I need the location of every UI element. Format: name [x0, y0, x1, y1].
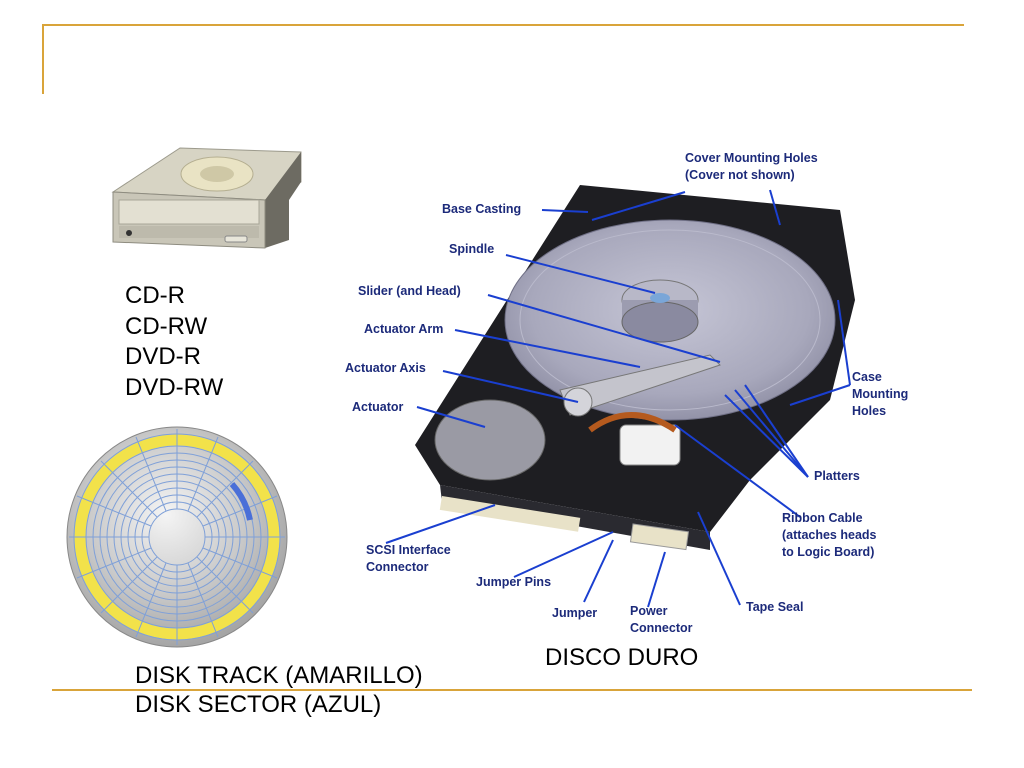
label-cover-holes-1: Cover Mounting Holes	[685, 151, 818, 165]
label-base-casting: Base Casting	[442, 202, 521, 216]
disk-sector-marker	[229, 482, 253, 521]
left-rule	[42, 24, 44, 94]
media-dvd-rw: DVD-RW	[125, 373, 224, 401]
label-actuator: Actuator	[352, 400, 404, 414]
label-case-holes-1: Case	[852, 370, 882, 384]
bottom-rule	[52, 689, 972, 691]
label-platters: Platters	[814, 469, 860, 483]
label-scsi-2: Connector	[366, 560, 429, 574]
optical-drive-image	[111, 147, 302, 249]
label-actuator-axis: Actuator Axis	[345, 361, 426, 375]
label-cover-holes-2: (Cover not shown)	[685, 168, 795, 182]
media-dvd-r: DVD-R	[125, 343, 201, 370]
label-power-1: Power	[630, 604, 668, 618]
sector-caption: DISK SECTOR (AZUL)	[135, 691, 382, 718]
label-ribbon-3: to Logic Board)	[782, 545, 874, 559]
media-cd-r: CD-R	[125, 282, 185, 309]
label-slider: Slider (and Head)	[358, 284, 461, 298]
top-rule	[42, 24, 964, 26]
label-power-2: Connector	[630, 621, 693, 635]
hard-drive-diagram: Cover Mounting Holes (Cover not shown) B…	[345, 151, 908, 635]
actuator-magnet	[434, 399, 546, 481]
disk-track-sector-diagram	[66, 426, 288, 648]
label-actuator-arm: Actuator Arm	[364, 322, 443, 336]
optical-media-list: CD-R CD-RW DVD-R DVD-RW	[125, 281, 223, 403]
hard-drive-caption: DISCO DURO	[545, 644, 699, 671]
label-spindle: Spindle	[449, 242, 494, 256]
label-ribbon-2: (attaches heads	[782, 528, 877, 542]
label-jumper: Jumper	[552, 606, 597, 620]
track-caption: DISK TRACK (AMARILLO)	[135, 662, 423, 689]
label-jumper-pins: Jumper Pins	[476, 575, 551, 589]
disk-diagram-caption: DISK TRACK (AMARILLO) DISK SECTOR (AZUL)	[135, 661, 423, 719]
ribbon-cable-shape	[619, 424, 681, 466]
power-connector-shape	[629, 523, 690, 551]
scsi-connector	[439, 496, 581, 532]
label-case-holes-2: Mounting	[852, 387, 908, 401]
label-scsi-1: SCSI Interface	[366, 543, 451, 557]
label-tape-seal: Tape Seal	[746, 600, 803, 614]
label-ribbon-1: Ribbon Cable	[782, 511, 863, 525]
media-cd-rw: CD-RW	[125, 312, 208, 340]
label-case-holes-3: Holes	[852, 404, 886, 418]
